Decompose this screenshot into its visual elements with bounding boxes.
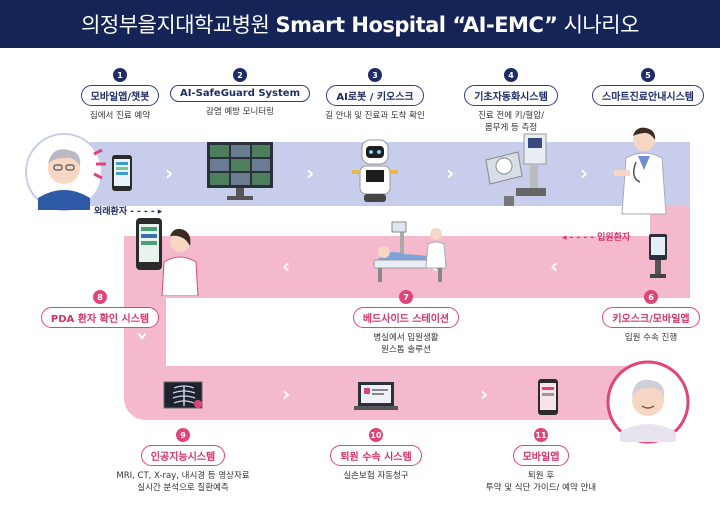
vitals-measurement-icon — [485, 133, 547, 206]
step-title: 스마트진료안내시스템 — [592, 85, 704, 106]
step-number: 2 — [233, 68, 247, 82]
step-2: 2 AI-SafeGuard System 감염 예방 모니터링 — [170, 68, 310, 118]
title-korean: 의정부을지대학교병원 — [81, 13, 270, 37]
step-number: 7 — [399, 290, 413, 304]
step-1: 1 모바일앱/챗봇 집에서 진료 예약 — [65, 68, 175, 122]
step-title: PDA 환자 확인 시스템 — [40, 307, 160, 328]
step-number: 11 — [534, 428, 548, 442]
step-8: 8 PDA 환자 확인 시스템 — [40, 290, 160, 328]
chevron-right-icon: › — [306, 161, 315, 185]
patient-avatar — [25, 133, 106, 211]
step-6: 6 키오스크/모바일앱 입원 수속 진행 — [596, 290, 706, 344]
chevron-right-icon: › — [165, 161, 174, 185]
title-english: Smart Hospital “AI-EMC” — [275, 13, 558, 37]
step-number: 5 — [641, 68, 655, 82]
step-number: 3 — [368, 68, 382, 82]
step-title: AI-SafeGuard System — [170, 85, 310, 102]
doctor-icon — [614, 127, 667, 215]
step-title: 모바일앱 — [512, 445, 570, 466]
mobile-phone-icon — [538, 379, 558, 415]
step-desc: 실손보험 자동청구 — [343, 471, 409, 481]
xray-monitor-icon — [163, 381, 203, 409]
title-suffix: 시나리오 — [563, 13, 640, 37]
step-desc: 진료 전에 키/혈압/몸무게 등 측정 — [478, 111, 544, 133]
kiosk-icon — [649, 234, 667, 278]
step-title: AI로봇 / 키오스크 — [326, 85, 424, 106]
nurse-pda-icon — [136, 218, 199, 296]
step-desc: 집에서 진료 예약 — [89, 111, 151, 121]
step-number: 9 — [176, 428, 190, 442]
chevron-right-icon: › — [282, 382, 291, 406]
step-title: 키오스크/모바일앱 — [602, 307, 700, 328]
step-number: 1 — [113, 68, 127, 82]
page-title: 의정부을지대학교병원 Smart Hospital “AI-EMC” 시나리오 — [81, 9, 639, 39]
step-desc: 입원 수속 진행 — [624, 333, 678, 343]
step-title: 모바일앱/챗봇 — [80, 85, 160, 106]
step-number: 4 — [504, 68, 518, 82]
step-4: 4 기초자동화시스템 진료 전에 키/혈압/몸무게 등 측정 — [456, 68, 566, 134]
step-number: 10 — [369, 428, 383, 442]
step-5: 5 스마트진료안내시스템 — [590, 68, 706, 106]
step-number: 6 — [644, 290, 658, 304]
step-title: 기초자동화시스템 — [464, 85, 558, 106]
inpatient-tag: ◂ - - - - 입원환자 — [562, 233, 631, 243]
step-3: 3 AI로봇 / 키오스크 길 안내 및 진료과 도착 확인 — [315, 68, 435, 122]
discharged-patient-avatar — [606, 360, 690, 444]
step-desc: 감염 예방 모니터링 — [206, 107, 274, 117]
step-desc: 길 안내 및 진료과 도착 확인 — [325, 111, 425, 121]
step-title: 퇴원 수속 시스템 — [330, 445, 422, 466]
step-title: 베드사이드 스테이션 — [352, 307, 460, 328]
chevron-left-icon: ‹ — [550, 254, 559, 278]
chevron-right-icon: › — [580, 161, 589, 185]
guide-robot-icon — [352, 139, 398, 202]
step-10: 10 퇴원 수속 시스템 실손보험 자동청구 — [316, 428, 436, 482]
chevron-right-icon: › — [446, 161, 455, 185]
laptop-icon — [354, 382, 398, 410]
step-title: 인공지능시스템 — [140, 445, 226, 466]
mobile-phone-icon — [112, 155, 132, 191]
chevron-right-icon: › — [480, 382, 489, 406]
step-number: 8 — [93, 290, 107, 304]
chevron-left-icon: ‹ — [282, 254, 291, 278]
outpatient-tag: 외래환자 - - - - ▸ — [94, 207, 163, 217]
header-bar: 의정부을지대학교병원 Smart Hospital “AI-EMC” 시나리오 — [0, 0, 720, 48]
monitoring-screens-icon — [207, 142, 273, 200]
hospital-bed-icon — [373, 221, 447, 282]
chevron-down-icon: › — [131, 331, 156, 341]
